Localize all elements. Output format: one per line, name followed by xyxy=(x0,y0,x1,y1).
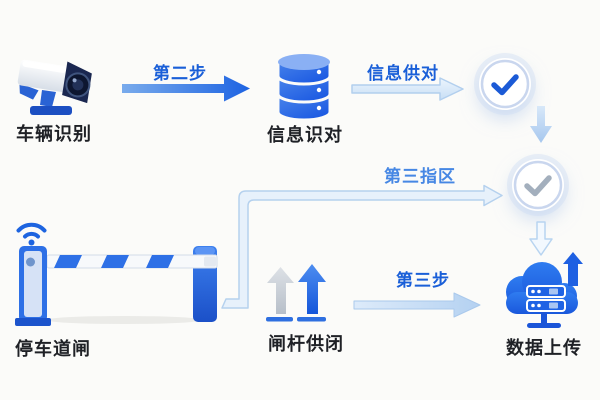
info-match-label: 信息供对 xyxy=(367,64,439,83)
barrier-up-arrows-icon xyxy=(266,264,326,322)
down-arrow-outline-icon xyxy=(529,221,553,256)
down-arrow-icon xyxy=(530,106,552,143)
check-circle-gray-icon xyxy=(513,160,563,210)
database-icon xyxy=(276,52,332,120)
check-circle-blue-icon xyxy=(480,59,530,109)
verify-2-circle xyxy=(512,159,564,211)
info-match-arrow-icon xyxy=(351,77,464,101)
cctv-camera-icon xyxy=(17,59,92,115)
barrier-arm-label: 闸杆供闭 xyxy=(268,334,344,354)
data-upload-label: 数据上传 xyxy=(506,338,582,358)
verify-1-circle xyxy=(479,58,531,110)
step3-label: 第三步 xyxy=(396,271,450,290)
zone3-label: 第三指区 xyxy=(384,167,456,186)
vehicle-recognition-label: 车辆识别 xyxy=(16,124,92,144)
info-check-label: 信息识对 xyxy=(267,125,343,145)
parking-barrier-label: 停车道闸 xyxy=(15,339,91,359)
upload-arrow-icon xyxy=(563,252,583,286)
barrier-gate-icon xyxy=(15,222,218,326)
wifi-icon xyxy=(16,222,47,246)
zone3-elbow-connector-icon xyxy=(221,184,503,309)
cloud-upload-icon xyxy=(506,252,583,328)
step3-arrow-icon xyxy=(353,292,481,318)
step2-arrow-icon xyxy=(122,75,250,102)
step2-label: 第二步 xyxy=(153,64,207,83)
